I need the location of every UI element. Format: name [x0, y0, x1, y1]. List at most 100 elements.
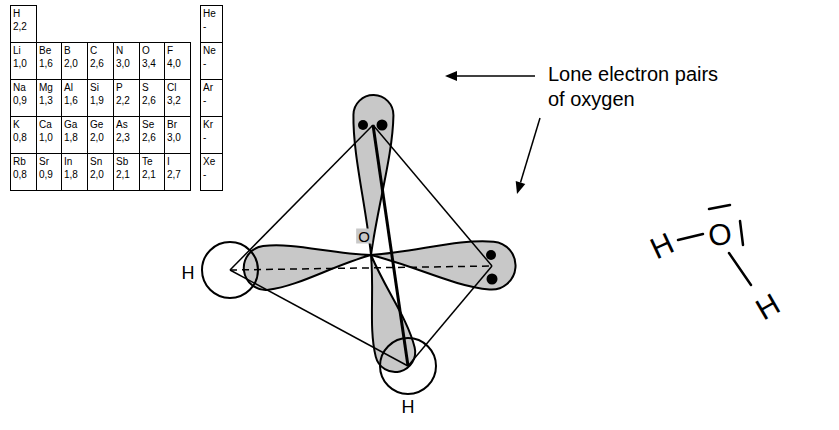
electron-pairs — [358, 120, 498, 285]
table-cell: F4,0 — [164, 42, 191, 80]
element-symbol: Sr — [39, 155, 62, 168]
hydrogen-atom — [202, 242, 258, 298]
electronegativity-value: 1,9 — [90, 94, 113, 107]
element-symbol: Ca — [39, 118, 62, 131]
element-symbol: Ge — [90, 118, 113, 131]
table-cell: Li1,0 — [10, 42, 37, 80]
electronegativity-value: 1,6 — [64, 94, 87, 107]
electronegativity-value: 2,7 — [167, 168, 190, 181]
element-symbol: S — [142, 81, 165, 94]
electronegativity-value: 0,8 — [13, 168, 36, 181]
orbital-lobe — [241, 233, 373, 292]
element-symbol: K — [13, 118, 36, 131]
hydrogen-atom — [380, 338, 436, 394]
element-symbol: Kr — [203, 118, 222, 131]
callout-text: Lone electron pairs of oxygen — [548, 62, 733, 112]
bond-line — [729, 253, 751, 285]
tetrahedron-hidden-edge — [230, 266, 492, 270]
table-cell: Cl3,2 — [164, 79, 191, 117]
electronegativity-value: 2,6 — [142, 131, 165, 144]
arrow-head — [516, 181, 526, 194]
electronegativity-value: 2,6 — [142, 94, 165, 107]
element-symbol: Se — [142, 118, 165, 131]
electronegativity-value: 3,4 — [142, 57, 165, 70]
electronegativity-value: 0,9 — [13, 94, 36, 107]
table-cell: I2,7 — [164, 153, 191, 191]
lewis-atom: O — [705, 215, 734, 255]
element-symbol: H — [13, 7, 36, 20]
tetrahedron-edge — [408, 266, 492, 366]
element-symbol: Ga — [64, 118, 87, 131]
table-cell: Sb2,1 — [113, 153, 140, 191]
table-cell: Rb0,8 — [10, 153, 37, 191]
element-symbol: Be — [39, 44, 62, 57]
electronegativity-value: 3,0 — [167, 131, 190, 144]
tetrahedron — [230, 125, 492, 366]
electronegativity-value: - — [203, 20, 222, 33]
electronegativity-value: 1,0 — [39, 131, 62, 144]
element-symbol: Ne — [203, 44, 222, 57]
electronegativity-value: 2,1 — [142, 168, 165, 181]
table-cell: Si1,9 — [87, 79, 114, 117]
element-symbol: Ar — [203, 81, 222, 94]
element-symbol: Li — [13, 44, 36, 57]
table-cell: Ga1,8 — [61, 116, 88, 154]
leader-line — [521, 118, 541, 183]
electronegativity-value: 2,0 — [90, 168, 113, 181]
element-symbol: I — [167, 155, 190, 168]
electronegativity-value: - — [203, 94, 222, 107]
table-cell: K0,8 — [10, 116, 37, 154]
electronegativity-value: 0,9 — [39, 168, 62, 181]
element-symbol: Na — [13, 81, 36, 94]
table-cell: As2,3 — [113, 116, 140, 154]
atom-label: H — [182, 263, 195, 285]
electronegativity-value: 4,0 — [167, 57, 190, 70]
electronegativity-value: 2,6 — [90, 57, 113, 70]
leader-arrows — [445, 71, 540, 194]
table-cell: Xe- — [200, 153, 223, 191]
electronegativity-value: 2,3 — [116, 131, 139, 144]
table-cell: In1,8 — [61, 153, 88, 191]
element-symbol: O — [142, 44, 165, 57]
element-symbol: Si — [90, 81, 113, 94]
table-cell: Sn2,0 — [87, 153, 114, 191]
electron-dot — [358, 120, 368, 130]
lewis-atom: H — [645, 225, 680, 267]
element-symbol: N — [116, 44, 139, 57]
table-cell: Te2,1 — [139, 153, 166, 191]
table-cell: Se2,6 — [139, 116, 166, 154]
element-symbol: Xe — [203, 155, 222, 168]
electronegativity-value: 2,0 — [64, 57, 87, 70]
element-symbol: In — [64, 155, 87, 168]
table-cell: O3,4 — [139, 42, 166, 80]
table-cell: P2,2 — [113, 79, 140, 117]
element-symbol: P — [116, 81, 139, 94]
tetrahedron-edge — [230, 270, 408, 366]
electronegativity-value: 1,3 — [39, 94, 62, 107]
element-symbol: Al — [64, 81, 87, 94]
table-cell: N3,0 — [113, 42, 140, 80]
table-cell: Ne- — [200, 42, 223, 80]
table-cell: Kr- — [200, 116, 223, 154]
electronegativity-value: 2,1 — [116, 168, 139, 181]
electronegativity-value: 0,8 — [13, 131, 36, 144]
electronegativity-value: 1,0 — [13, 57, 36, 70]
leader-line — [456, 75, 535, 77]
electronegativity-value: 1,6 — [39, 57, 62, 70]
table-cell: Sr0,9 — [36, 153, 63, 191]
element-symbol: F — [167, 44, 190, 57]
table-cell: Ge2,0 — [87, 116, 114, 154]
electron-dot — [377, 120, 388, 131]
orbital-lobe — [352, 250, 420, 376]
bond-line — [678, 234, 703, 240]
element-symbol: Cl — [167, 81, 190, 94]
element-symbol: Sn — [90, 155, 113, 168]
electronegativity-value: 2,0 — [90, 131, 113, 144]
electronegativity-value: 1,8 — [64, 131, 87, 144]
lewis-bonds — [678, 205, 751, 285]
element-symbol: He — [203, 7, 222, 20]
table-cell: H2,2 — [10, 5, 37, 43]
electronegativity-value: - — [203, 131, 222, 144]
table-cell: Na0,9 — [10, 79, 37, 117]
element-symbol: Sb — [116, 155, 139, 168]
